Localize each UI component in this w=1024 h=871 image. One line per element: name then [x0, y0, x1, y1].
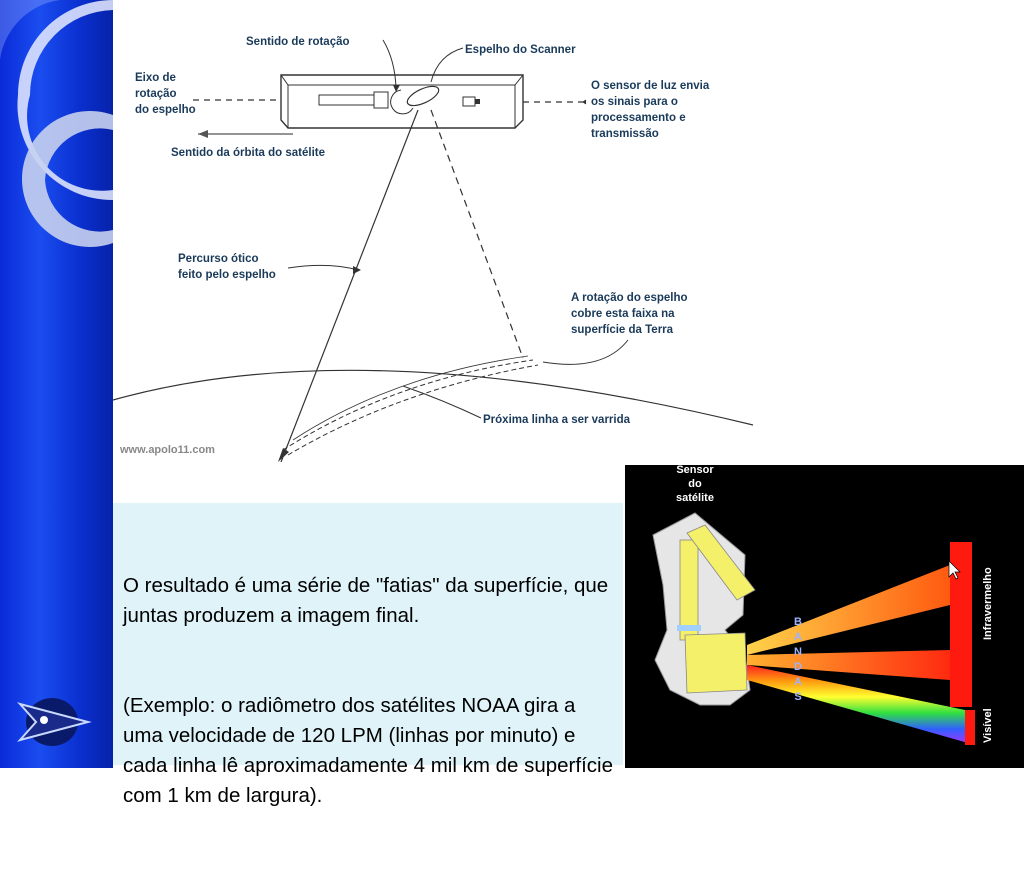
- caption-paragraph-2: (Exemplo: o radiômetro dos satélites NOA…: [123, 694, 619, 807]
- label-next-line: Próxima linha a ser varrida: [483, 414, 631, 426]
- label-mirror-coverage-3: superfície da Terra: [571, 324, 674, 336]
- sidebar-decoration: [0, 0, 113, 768]
- label-light-sensor-3: processamento e: [591, 112, 686, 124]
- bands-letter-1: B: [794, 616, 802, 628]
- bands-letter-6: S: [794, 691, 801, 703]
- caption-box: O resultado é uma série de "fatias" da s…: [113, 503, 623, 807]
- label-light-sensor-1: O sensor de luz envia: [591, 80, 710, 92]
- label-optical-path-1: Percurso ótico: [178, 253, 259, 265]
- spectral-bands-figure: Sensor do satélite B A N D A S Infraverm…: [625, 465, 1024, 768]
- bands-letter-4: D: [794, 661, 802, 673]
- label-light-sensor-4: transmissão: [591, 128, 659, 140]
- bands-letter-5: A: [794, 676, 802, 688]
- label-rotation-direction: Sentido de rotação: [246, 36, 350, 48]
- eye-arrow-icon[interactable]: [14, 690, 94, 754]
- label-mirror-coverage-2: cobre esta faixa na: [571, 308, 675, 320]
- label-rotation-axis-2: rotação: [135, 88, 177, 100]
- label-light-sensor-2: os sinais para o: [591, 96, 678, 108]
- label-rotation-axis-1: Eixo de: [135, 72, 176, 84]
- scanner-diagram: Sentido de rotação Espelho do Scanner Ei…: [113, 0, 758, 465]
- infrared-label: Infravermelho: [982, 567, 994, 640]
- sensor-label-2: do: [688, 478, 702, 490]
- mouse-cursor-icon: [948, 560, 961, 580]
- label-optical-path-2: feito pelo espelho: [178, 269, 276, 281]
- label-scanner-mirror: Espelho do Scanner: [465, 44, 576, 56]
- label-orbit-direction: Sentido da órbita do satélite: [171, 147, 325, 159]
- caption-paragraph-1: O resultado é uma série de "fatias" da s…: [123, 574, 614, 627]
- visible-label: Visível: [982, 708, 994, 743]
- bands-letter-2: A: [794, 631, 802, 643]
- bands-letter-3: N: [794, 646, 802, 658]
- caption-text: O resultado é uma série de "fatias" da s…: [123, 511, 618, 871]
- sensor-label-1: Sensor: [676, 465, 714, 476]
- label-rotation-axis-3: do espelho: [135, 104, 196, 116]
- sensor-label-3: satélite: [676, 492, 714, 504]
- credit-text: www.apolo11.com: [119, 444, 215, 456]
- label-mirror-coverage-1: A rotação do espelho: [571, 292, 688, 304]
